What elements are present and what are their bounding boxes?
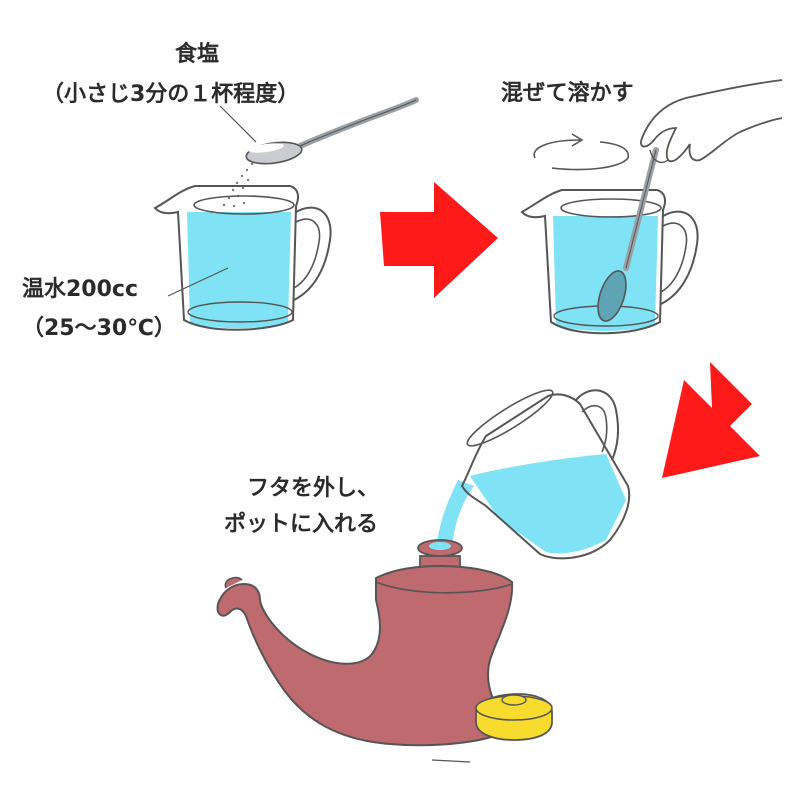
salt-spoon-icon [219,97,419,208]
pouring-cup-icon [436,389,631,560]
salt-amount-label: （小さじ3分の１杯程度） [42,82,300,107]
water-temp-label: （25〜30℃） [22,316,176,341]
salt-label: 食塩 [175,42,220,67]
right-arrow-icon [380,182,498,298]
rotation-arrow-icon [533,133,630,171]
mix-label: 混ぜて溶かす [501,81,634,106]
pot-instruction-line2: ポットに入れる [224,512,379,537]
neti-pot-icon [216,539,514,763]
down-left-arrow-icon [662,362,760,478]
water-label: 温水200cc [22,277,139,302]
hand-icon [640,79,783,164]
measuring-cup-icon [153,185,332,331]
pot-instruction-line1: フタを外し、 [247,476,380,501]
pot-lid-icon [475,693,553,741]
stirring-spoon-icon [597,147,659,322]
